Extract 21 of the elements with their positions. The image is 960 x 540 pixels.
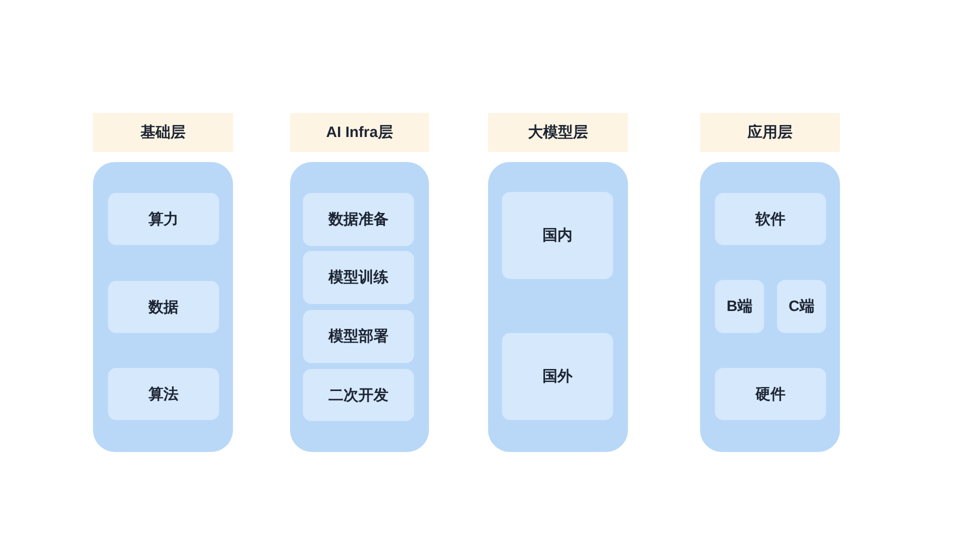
component-box: 算法 (108, 368, 219, 420)
component-box: C端 (777, 280, 826, 333)
component-box: 硬件 (715, 368, 826, 420)
layer-panel (290, 162, 429, 452)
layer-header: 应用层 (700, 113, 840, 152)
layer-panel (488, 162, 628, 452)
component-box: B端 (715, 280, 764, 333)
layer-header: AI Infra层 (290, 113, 429, 152)
component-box: 数据 (108, 281, 219, 333)
layer-panel (700, 162, 840, 452)
component-box: 国外 (502, 333, 613, 420)
layer-header: 基础层 (93, 113, 233, 152)
component-box: 算力 (108, 193, 219, 245)
component-box: 二次开发 (303, 369, 414, 421)
component-box: 国内 (502, 192, 613, 279)
component-box: 数据准备 (303, 193, 414, 246)
component-box: 模型部署 (303, 310, 414, 363)
layer-panel (93, 162, 233, 452)
component-box: 软件 (715, 193, 826, 245)
component-box: 模型训练 (303, 251, 414, 304)
layer-header: 大模型层 (488, 113, 628, 152)
